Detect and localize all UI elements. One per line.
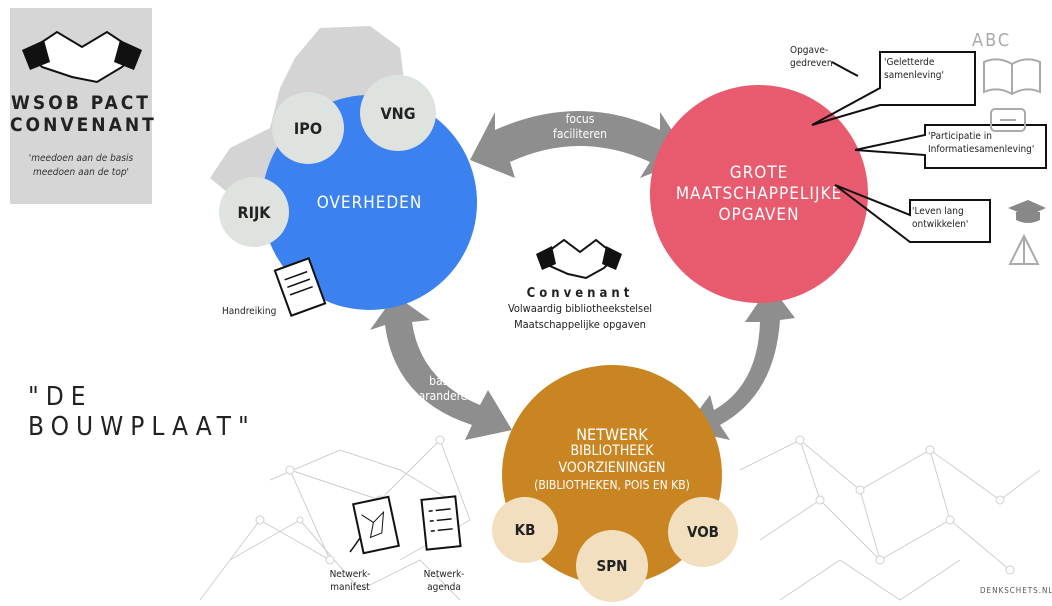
book-icon <box>983 58 1041 96</box>
member-spn-label: SPN <box>596 557 628 575</box>
arrow-label-extra-line1: extra <box>777 352 807 366</box>
convenant-title: Convenant <box>526 286 634 301</box>
arrow-label-basis-line2: garanderen <box>411 389 475 403</box>
goal-2-line1: 'Participatie in <box>928 131 992 142</box>
opgave-line2: gedreven <box>790 58 833 69</box>
document-icon-handreiking <box>273 257 327 317</box>
manifest-line1: Netwerk- <box>329 569 371 580</box>
convenant-line2: Maatschappelijke opgaven <box>514 318 646 331</box>
goal-2-line2: Informatiesamenleving' <box>928 144 1035 155</box>
manifest-line2: manifest <box>330 582 370 593</box>
scale-icon <box>1008 233 1040 265</box>
opgave-gedreven-label: Opgave- gedreven <box>790 44 860 70</box>
goal-3-line1: 'Leven lang <box>912 206 964 217</box>
credit-label: DENKSCHETS.NL <box>980 586 1052 595</box>
member-vob-label: VOB <box>687 523 719 541</box>
arrow-label-focus: focus faciliteren <box>520 112 640 142</box>
grote-opgaven-label: GROTE MAATSCHAPPELIJKE OPGAVEN <box>660 163 858 226</box>
member-kb: KB <box>492 497 558 563</box>
netwerk-label: NETWERK BIBLIOTHEEK VOORZIENINGEN (BIBLI… <box>502 426 722 494</box>
goal-leven-lang-ontwikkelen: 'Leven lang ontwikkelen' <box>912 205 1002 231</box>
agenda-line2: agenda <box>427 582 461 593</box>
netwerk-manifest-label: Netwerk- manifest <box>320 568 380 594</box>
member-spn: SPN <box>576 530 648 602</box>
tablet-icon <box>990 108 1026 132</box>
netwerk-line3: (BIBLIOTHEKEN, POIS EN KB) <box>534 478 690 492</box>
abc-icon: ABC <box>972 30 1012 51</box>
grote-opgaven-line1: GROTE <box>729 162 789 183</box>
goal-geletterde-samenleving: 'Geletterde samenleving' <box>884 56 974 82</box>
logo-box <box>10 8 152 204</box>
member-vob: VOB <box>668 497 738 567</box>
member-vng-label: VNG <box>380 103 416 123</box>
member-rijk-label: RIJK <box>237 202 271 222</box>
logo-subtitle: 'meedoen aan de basis meedoen aan de top… <box>10 152 152 180</box>
document-icon-agenda <box>420 495 462 551</box>
member-ipo: IPO <box>272 92 344 164</box>
member-vng: VNG <box>360 75 436 151</box>
arrow-basis <box>370 295 512 440</box>
grote-opgaven-line2: MAATSCHAPPELIJKE <box>675 183 843 204</box>
convenant-handshake-icon <box>536 238 622 280</box>
agenda-line1: Netwerk- <box>423 569 465 580</box>
arrow-label-focus-line2: faciliteren <box>553 127 607 141</box>
handreiking-label: Handreiking <box>222 306 277 317</box>
goal-3-line2: ontwikkelen' <box>912 219 969 230</box>
logo-title-line1: WSOB PACT <box>11 92 151 114</box>
arrow-focus <box>470 111 690 178</box>
arrow-extra <box>684 285 795 440</box>
member-rijk: RIJK <box>219 177 289 247</box>
overheden-label: OVERHEDEN <box>316 192 423 213</box>
netwerk-line2: BIBLIOTHEEK VOORZIENINGEN <box>558 443 666 476</box>
logo-subtitle-line2: meedoen aan de top' <box>32 167 130 178</box>
goal-participatie: 'Participatie in Informatiesamenleving' <box>928 130 1052 156</box>
member-kb-label: KB <box>514 521 536 539</box>
logo-title-line2: CONVENANT <box>10 114 157 136</box>
member-ipo-label: IPO <box>293 118 323 138</box>
arrow-label-basis-line1: basis <box>429 374 457 388</box>
arrow-label-extra: extra focus <box>752 352 832 382</box>
logo-title: WSOB PACT CONVENANT <box>10 92 157 136</box>
arrow-label-focus-line1: focus <box>565 112 595 126</box>
page-title: "DE BOUWPLAAT" <box>28 382 256 442</box>
arrow-label-extra-line2: focus <box>777 367 807 381</box>
arrow-label-basis: basis garanderen <box>398 374 488 404</box>
goal-1-line2: samenleving' <box>884 70 944 81</box>
graduation-cap-icon <box>1008 200 1046 223</box>
convenant-line1: Volwaardig bibliotheekstelsel <box>507 302 653 315</box>
document-icon-manifest <box>349 495 400 555</box>
opgave-line1: Opgave- <box>790 45 829 56</box>
grote-opgaven-line3: OPGAVEN <box>718 204 800 225</box>
netwerk-agenda-label: Netwerk- agenda <box>414 568 474 594</box>
logo-subtitle-line1: 'meedoen aan de basis <box>28 153 134 164</box>
handshake-icon <box>22 30 142 84</box>
goal-1-line1: 'Geletterde <box>884 57 935 68</box>
grote-opgaven-circle: GROTE MAATSCHAPPELIJKE OPGAVEN <box>650 85 868 303</box>
netwerk-line1: NETWERK <box>576 425 648 444</box>
